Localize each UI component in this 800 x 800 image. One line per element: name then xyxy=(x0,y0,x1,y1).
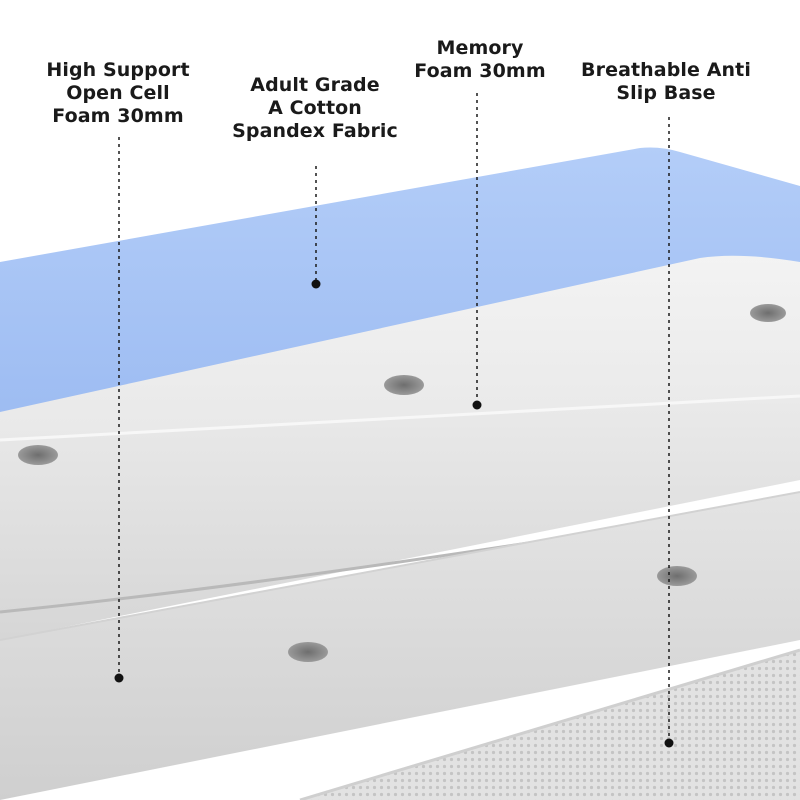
vent-hole xyxy=(18,445,58,465)
callout-dot xyxy=(664,738,674,748)
callout-line: Foam 30mm xyxy=(52,105,184,127)
callout-line: Memory xyxy=(436,37,524,59)
callout-line: Breathable Anti xyxy=(581,59,751,81)
callout-cotton-spandex-fabric: Adult Grade A Cotton Spandex Fabric xyxy=(225,74,405,143)
vent-hole xyxy=(384,375,424,395)
callout-dot xyxy=(472,400,482,410)
callout-anti-slip-base: Breathable Anti Slip Base xyxy=(566,59,766,105)
vent-hole xyxy=(288,642,328,662)
callout-line: Open Cell xyxy=(66,82,170,104)
memory-foam-front-edge xyxy=(0,396,800,640)
callout-high-support-foam: High Support Open Cell Foam 30mm xyxy=(28,59,208,128)
high-support-foam-layer xyxy=(0,492,800,800)
callout-line: A Cotton xyxy=(268,97,362,119)
callout-line: High Support xyxy=(46,59,190,81)
callout-line: Foam 30mm xyxy=(414,60,546,82)
vent-hole xyxy=(657,566,697,586)
callout-dot xyxy=(311,279,321,289)
callout-line: Slip Base xyxy=(616,82,716,104)
callout-line: Adult Grade xyxy=(250,74,380,96)
callout-dot xyxy=(114,673,124,683)
callout-line: Spandex Fabric xyxy=(232,120,398,142)
callout-memory-foam: Memory Foam 30mm xyxy=(390,37,570,83)
cotton-spandex-fabric-layer xyxy=(0,147,800,420)
callout-leaders xyxy=(118,93,670,742)
vent-hole xyxy=(750,304,786,322)
